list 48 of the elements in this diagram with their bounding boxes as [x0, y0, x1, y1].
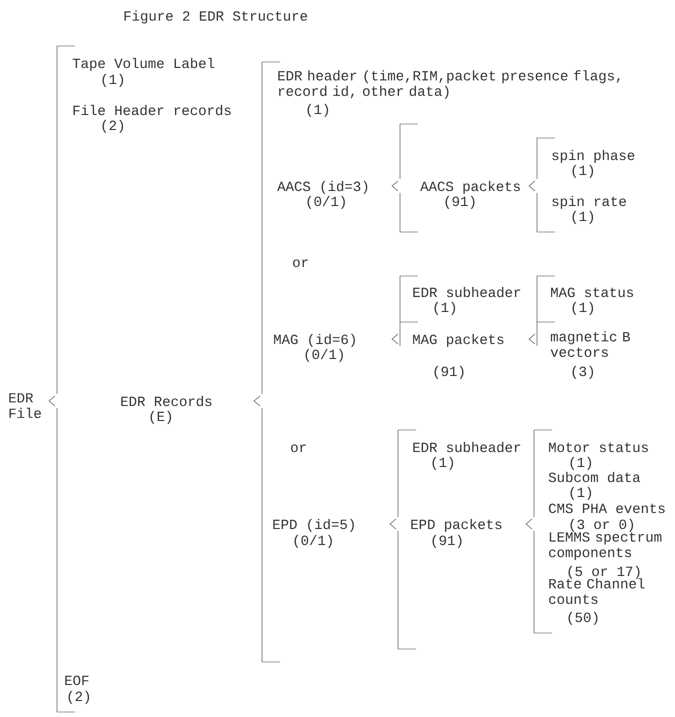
count-label: (2): [102, 120, 124, 133]
count-label: (0/1): [308, 196, 345, 209]
item-label: MAG packets: [413, 334, 504, 347]
count-label: (1): [434, 302, 456, 315]
count-label: (1): [102, 74, 124, 87]
item-label: spin phase: [552, 150, 634, 163]
count-label: (0/1): [294, 534, 332, 548]
item-label: EPD packets: [411, 518, 502, 532]
item-label: EDR subheader: [413, 286, 520, 298]
count-label: (1): [572, 164, 594, 178]
item-label: File Header records: [74, 104, 231, 116]
item-label: Tape Volume Label: [72, 58, 214, 71]
item-label: magnetic B vectors: [550, 331, 630, 357]
count-label: (0/1): [306, 348, 343, 362]
count-label: (1): [308, 104, 328, 117]
item-label: EDR subheader: [413, 442, 520, 452]
item-label: Subcom data: [548, 472, 640, 482]
count-label: (2): [68, 690, 90, 704]
item-label: MAG (id=6): [274, 334, 355, 347]
count-label: (E): [150, 410, 172, 424]
item-label: spin rate: [552, 196, 626, 209]
count-label: (91): [432, 534, 462, 548]
figure-title: Figure 2 EDR Structure: [124, 10, 308, 24]
or-label: or: [293, 259, 308, 268]
count-label: (1): [570, 456, 592, 470]
item-label: LEMMS spectrum components: [549, 532, 662, 560]
item-label: AACS (id=3): [277, 180, 368, 194]
or-label: or: [291, 444, 306, 452]
item-label: EOF: [65, 676, 88, 686]
count-label: (1): [432, 456, 454, 470]
item-label: EDR File: [9, 393, 41, 418]
count-label: (50): [568, 612, 598, 625]
item-label: Motor status: [549, 442, 648, 452]
item-label: Rate Channel counts: [549, 578, 644, 604]
count-label: (91): [446, 196, 474, 209]
item-label: EDR Records: [121, 396, 212, 406]
count-label: (5 or 17): [568, 566, 640, 579]
count-label: (3 or 0): [570, 518, 634, 532]
item-label: MAG status: [551, 288, 634, 298]
count-label: (91): [434, 366, 464, 379]
count-label: (3): [572, 366, 594, 379]
count-label: (1): [572, 302, 594, 315]
item-label: EDR header (time,RIM,packet presence flags, record id, other data): [278, 70, 620, 99]
count-label: (1): [572, 210, 594, 224]
item-label: AACS packets: [420, 180, 520, 194]
count-label: (1): [570, 486, 592, 500]
item-label: CMS PHA events: [548, 504, 665, 514]
item-label: EPD (id=5): [273, 518, 354, 532]
